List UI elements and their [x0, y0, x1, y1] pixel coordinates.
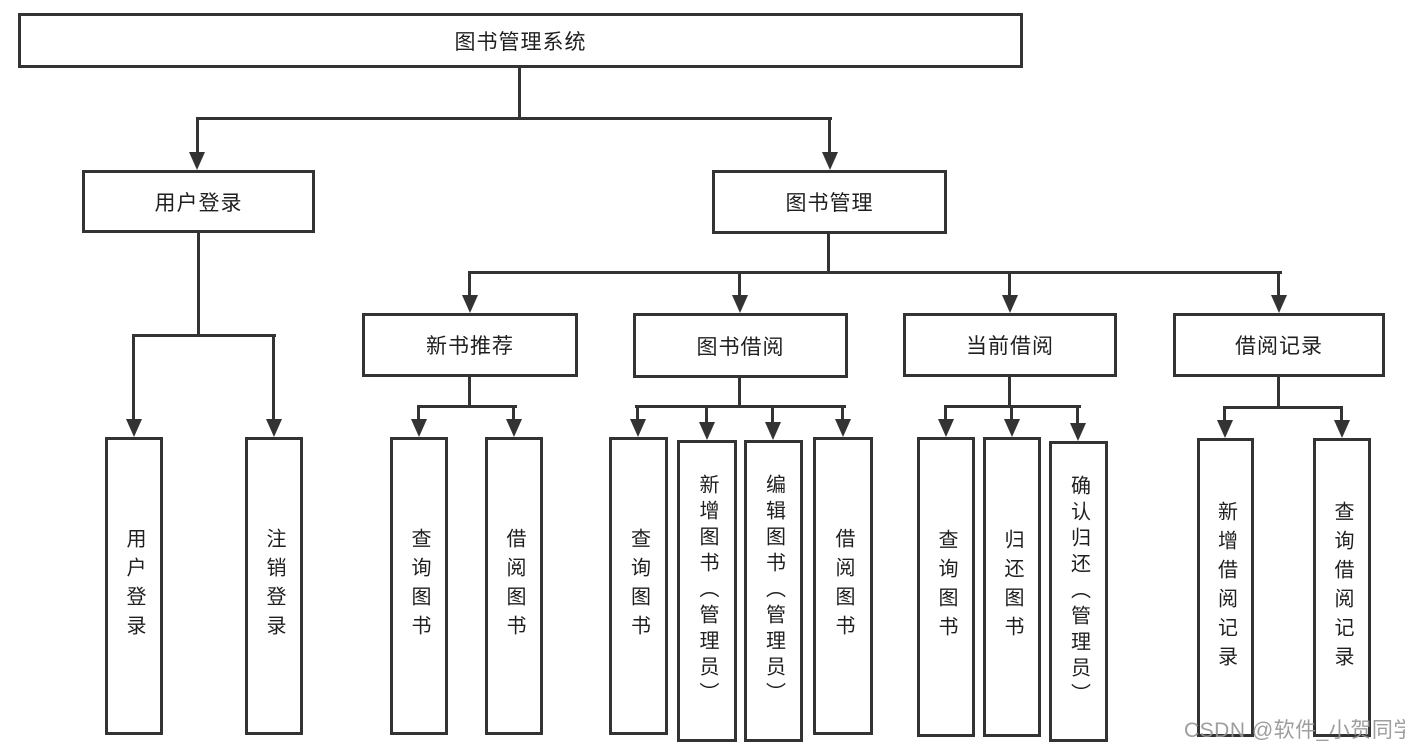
arrow-down-icon: [938, 419, 954, 437]
arrow-down-icon: [822, 152, 838, 170]
node-br-query-record-label: 查询借阅记录: [1331, 500, 1353, 675]
connector-line: [1076, 405, 1079, 424]
node-login-label: 用户登录: [123, 528, 145, 644]
arrow-down-icon: [732, 295, 748, 313]
node-new-book-recommend-label: 新书推荐: [426, 335, 514, 358]
node-bb-edit-book-admin: 编辑图书（管理员）: [744, 440, 803, 742]
node-cb-return-book-label: 归还图书: [1001, 529, 1023, 645]
connector-line: [417, 405, 420, 420]
node-logout: 注销登录: [245, 437, 303, 735]
node-root-label: 图书管理系统: [454, 30, 587, 54]
arrow-down-icon: [765, 422, 781, 440]
node-bb-edit-book-admin-label: 编辑图书（管理员）: [762, 474, 785, 708]
connector-line: [196, 117, 199, 155]
connector-line: [468, 377, 471, 408]
csdn-watermark: CSDN @软件_小贺同学: [1184, 719, 1405, 742]
connector-line: [468, 271, 471, 297]
node-current-borrow-label: 当前借阅: [966, 335, 1054, 358]
connector-line: [1277, 271, 1280, 297]
node-login: 用户登录: [105, 437, 163, 735]
connector-line: [272, 334, 275, 420]
arrow-down-icon: [266, 419, 282, 437]
connector-line: [705, 405, 708, 423]
node-cb-confirm-return-admin: 确认归还（管理员）: [1049, 441, 1108, 742]
arrow-down-icon: [1004, 419, 1020, 437]
connector-line: [738, 378, 741, 408]
connector-line: [738, 271, 741, 297]
connector-line: [636, 405, 639, 420]
connector-line: [132, 334, 135, 420]
connector-line: [1223, 406, 1343, 409]
connector-line: [828, 117, 831, 155]
node-cb-confirm-return-admin-label: 确认归还（管理员）: [1067, 474, 1090, 709]
node-bb-add-book-admin-label: 新增图书（管理员）: [696, 474, 718, 708]
node-bb-add-book-admin: 新增图书（管理员）: [677, 440, 737, 742]
node-current-borrow: 当前借阅: [903, 313, 1117, 377]
connector-line: [1340, 406, 1343, 421]
arrow-down-icon: [189, 152, 205, 170]
node-nb-borrow-book: 借阅图书: [485, 437, 543, 735]
node-nb-query-book: 查询图书: [390, 437, 448, 735]
connector-line: [1008, 271, 1011, 297]
arrow-down-icon: [462, 295, 478, 313]
arrow-down-icon: [1271, 295, 1287, 313]
arrow-down-icon: [835, 419, 851, 437]
connector-line: [827, 234, 830, 274]
node-borrow-records: 借阅记录: [1173, 313, 1385, 377]
connector-line: [518, 68, 521, 118]
node-logout-label: 注销登录: [263, 528, 285, 644]
arrow-down-icon: [1070, 423, 1086, 441]
arrow-down-icon: [1334, 420, 1350, 438]
node-nb-borrow-book-label: 借阅图书: [503, 528, 525, 644]
arrow-down-icon: [1217, 420, 1233, 438]
node-book-management-label: 图书管理: [785, 192, 874, 215]
node-br-add-record-label: 新增借阅记录: [1214, 500, 1237, 675]
node-book-borrow: 图书借阅: [633, 313, 848, 378]
node-nb-query-book-label: 查询图书: [408, 528, 430, 644]
node-bb-borrow-book: 借阅图书: [813, 437, 873, 735]
arrow-down-icon: [411, 419, 427, 437]
node-br-add-record: 新增借阅记录: [1197, 438, 1254, 737]
node-root: 图书管理系统: [18, 13, 1023, 68]
arrow-down-icon: [506, 419, 522, 437]
node-book-borrow-label: 图书借阅: [696, 335, 785, 359]
arrow-down-icon: [699, 422, 715, 440]
connector-line: [635, 405, 846, 408]
node-br-query-record: 查询借阅记录: [1313, 438, 1371, 737]
connector-line: [417, 405, 517, 408]
connector-line: [1277, 377, 1280, 409]
connector-line: [1008, 377, 1011, 408]
connector-line: [1010, 405, 1013, 420]
arrow-down-icon: [126, 419, 142, 437]
node-bb-query-book: 查询图书: [609, 437, 668, 735]
connector-line: [841, 405, 844, 420]
node-user-login: 用户登录: [82, 170, 315, 233]
node-bb-query-book-label: 查询图书: [627, 528, 650, 644]
node-bb-borrow-book-label: 借阅图书: [832, 528, 854, 644]
arrow-down-icon: [1002, 295, 1018, 313]
arrow-down-icon: [630, 419, 646, 437]
connector-line: [512, 405, 515, 420]
connector-line: [468, 271, 1282, 274]
node-new-book-recommend: 新书推荐: [362, 313, 578, 377]
node-cb-query-book-label: 查询图书: [935, 529, 957, 645]
node-user-login-label: 用户登录: [154, 191, 243, 215]
node-book-management: 图书管理: [712, 170, 947, 234]
node-cb-return-book: 归还图书: [983, 437, 1041, 737]
connector-line: [196, 117, 832, 120]
connector-line: [197, 233, 200, 337]
node-borrow-records-label: 借阅记录: [1235, 335, 1323, 358]
node-cb-query-book: 查询图书: [917, 437, 975, 737]
connector-line: [1223, 406, 1226, 421]
connector-line: [771, 405, 774, 423]
connector-line: [944, 405, 947, 420]
connector-line: [132, 334, 276, 337]
